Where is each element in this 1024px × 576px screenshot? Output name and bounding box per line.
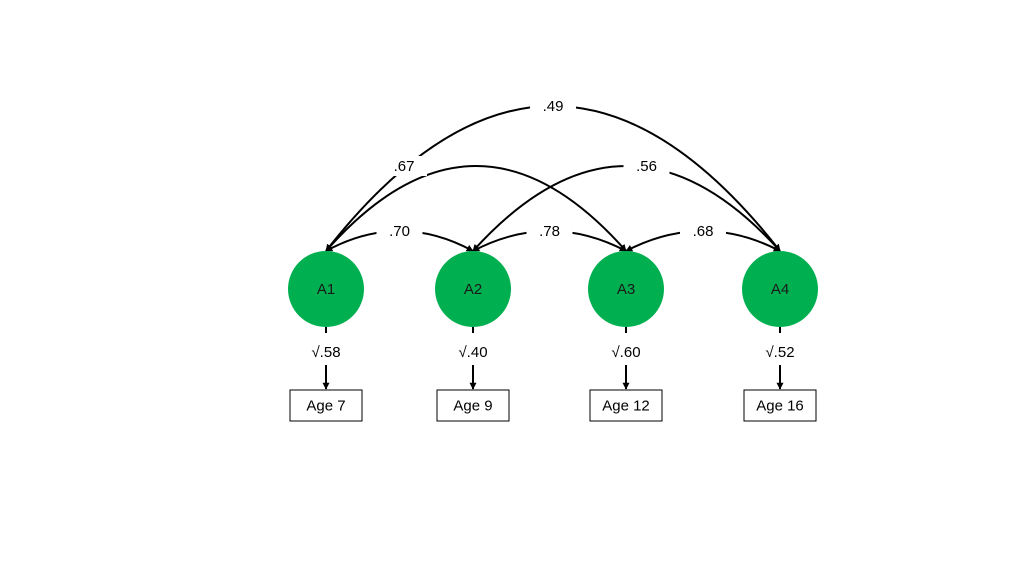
correlation-label-group: .67 [381, 156, 427, 176]
latent-circle [588, 251, 664, 327]
latent-label: A3 [617, 281, 635, 298]
latent-node-a1: A1 [288, 251, 364, 327]
latent-circle [742, 251, 818, 327]
latent-label: A2 [464, 281, 482, 298]
indicator-label: Age 12 [602, 398, 650, 415]
loading-value: √.58 [311, 344, 340, 361]
loading-value: √.52 [765, 344, 794, 361]
correlation-label-group: .78 [526, 221, 573, 241]
correlation-label-group: .56 [623, 156, 670, 176]
correlation-label-group: .68 [680, 221, 726, 241]
correlation-labels: .70 .78 .68 .67 .56 .49 [376, 96, 726, 241]
latent-label: A1 [317, 281, 335, 298]
correlation-value: .49 [543, 98, 564, 115]
latent-node-a3: A3 [588, 251, 664, 327]
latent-node-a4: A4 [742, 251, 818, 327]
latent-label: A4 [771, 281, 789, 298]
correlation-label-bg [526, 221, 573, 241]
correlation-value: .56 [636, 158, 657, 175]
correlation-label-bg [381, 156, 427, 176]
correlation-label-group: .49 [530, 96, 576, 116]
correlation-label-group: .70 [376, 221, 423, 241]
indicator-label: Age 9 [453, 398, 492, 415]
correlation-label-bg [376, 221, 423, 241]
indicator-box [743, 389, 817, 422]
correlation-arc-a1-a3 [325, 165, 627, 252]
indicator-box [589, 389, 663, 422]
latent-node-a2: A2 [435, 251, 511, 327]
correlation-value: .67 [394, 158, 415, 175]
correlation-label-bg [680, 221, 726, 241]
latent-nodes: A1 A2 A3 A4 [288, 251, 818, 327]
correlation-value: .68 [693, 223, 714, 240]
indicator-box [436, 389, 510, 422]
indicator-box [289, 389, 363, 422]
indicator-label: Age 7 [306, 398, 345, 415]
latent-circle [435, 251, 511, 327]
correlation-value: .70 [389, 223, 410, 240]
correlation-arc-a2-a4 [472, 165, 781, 252]
correlation-label-bg [530, 96, 576, 116]
correlation-label-bg [623, 156, 670, 176]
indicator-label: Age 16 [756, 398, 804, 415]
correlation-value: .78 [539, 223, 560, 240]
loading-value: √.60 [611, 344, 640, 361]
loading-value: √.40 [458, 344, 487, 361]
latent-circle [288, 251, 364, 327]
